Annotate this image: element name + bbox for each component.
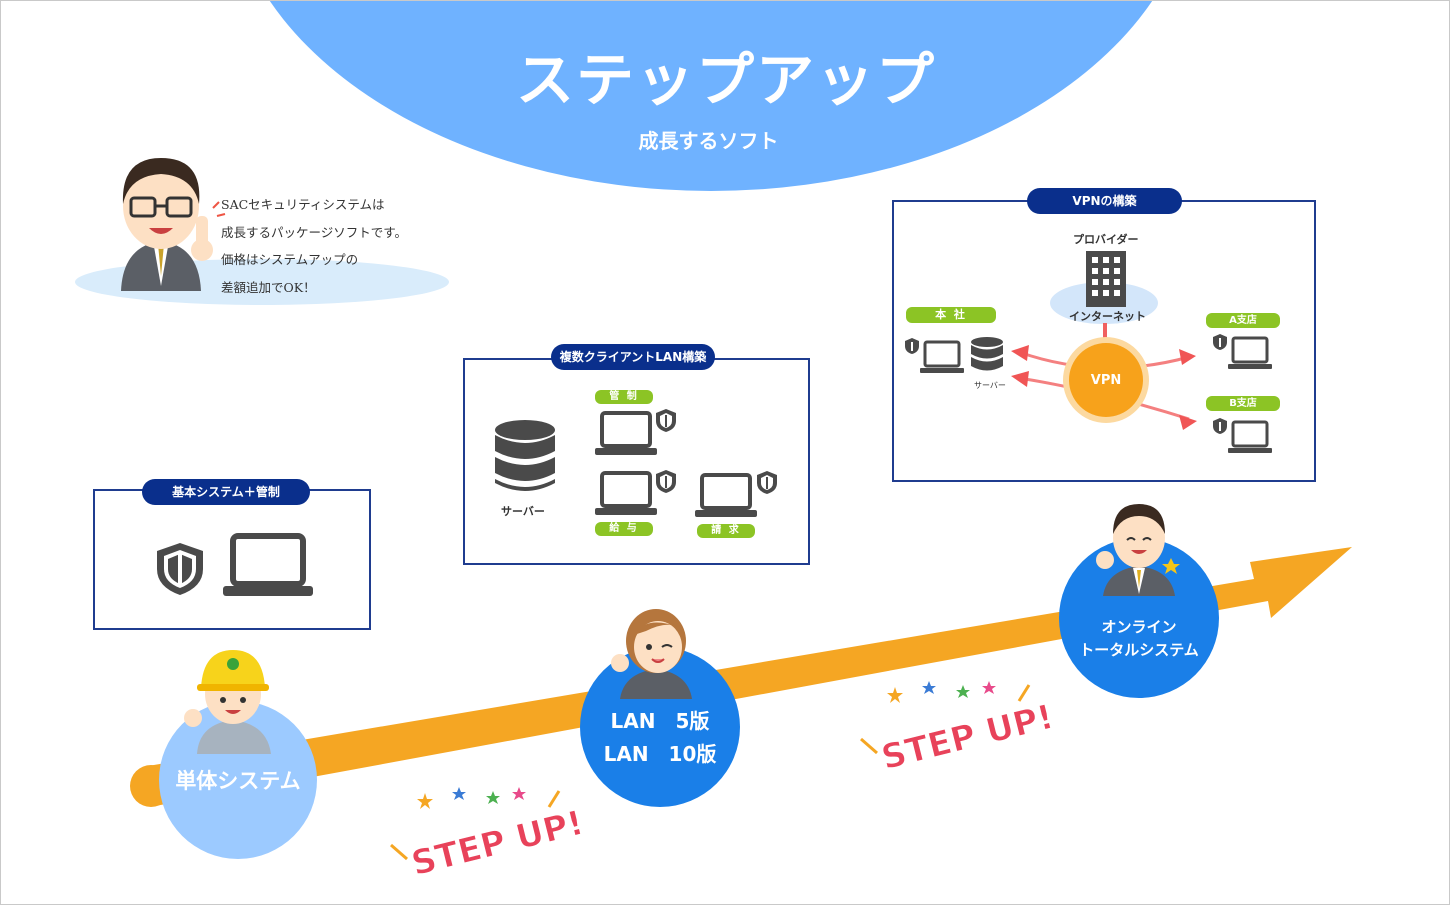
intro-text: SACセキュリティシステムは 成長するパッケージソフトです。 価格はシステムアッ… (221, 191, 407, 301)
laptop-icon (595, 411, 657, 455)
shield-icon (757, 471, 777, 494)
woman-ok-icon (611, 609, 692, 699)
tag-branch-a: A支店 (1206, 313, 1280, 328)
intro-line: SACセキュリティシステムは (221, 197, 385, 212)
page-subtitle: 成長するソフト (638, 129, 779, 153)
worker-helmet-icon (184, 650, 271, 754)
tag-kanri: 管 制 (595, 390, 653, 404)
building-icon (1086, 251, 1126, 307)
lan-server-label: サーバー (501, 505, 545, 518)
intro-line: 差額追加でOK！ (221, 279, 316, 295)
provider-label: プロバイダー (1073, 233, 1139, 246)
tag-kyuyo: 給 与 (595, 522, 653, 536)
stage-online-line1: オンライン (1101, 618, 1177, 636)
shield-icon (1213, 418, 1227, 434)
shield-icon (656, 409, 676, 432)
stage-lan-line2: LAN 10版 (603, 742, 717, 766)
laptop-icon (695, 473, 757, 517)
intro-line: 価格はシステムアップの (221, 252, 359, 267)
shield-icon (656, 470, 676, 493)
laptop-icon (920, 340, 964, 373)
shield-icon (905, 338, 919, 354)
database-server-icon (971, 337, 1003, 371)
tag-seikyu: 請 求 (697, 524, 755, 538)
basic-system-tab: 基本システム＋管制 (142, 479, 310, 505)
lan-tab: 複数クライアントLAN構築 (551, 344, 715, 370)
laptop-icon (223, 533, 313, 596)
step-up-text: STEP UP! (877, 697, 1057, 778)
intro-line: 成長するパッケージソフトです。 (221, 224, 408, 240)
tag-honsha: 本 社 (906, 307, 996, 323)
step-up-text: STEP UP! (407, 803, 587, 884)
stage-online-line2: トータルシステム (1079, 641, 1199, 659)
presenter-man-icon (121, 158, 226, 291)
businessman-icon (1096, 504, 1180, 596)
page-title: ステップアップ (515, 46, 936, 114)
vpn-server-label: サーバー (974, 381, 1006, 390)
step-up-badge-2: STEP UP! (860, 681, 1058, 779)
internet-label: インターネット (1069, 310, 1146, 323)
stage-lan-line1: LAN 5版 (610, 709, 710, 733)
vpn-hub-label: VPN (1090, 372, 1122, 388)
vpn-tab: VPNの構築 (1027, 188, 1182, 214)
laptop-icon (1228, 336, 1272, 369)
database-server-icon (495, 420, 555, 491)
vpn-hub: VPN (1069, 343, 1143, 417)
shield-icon (157, 543, 203, 595)
step-up-badge-1: STEP UP! (390, 787, 588, 885)
tag-branch-b: B支店 (1206, 396, 1280, 411)
shield-icon (1213, 334, 1227, 350)
stage-single-label: 単体システム (175, 769, 301, 793)
laptop-icon (595, 471, 657, 515)
laptop-icon (1228, 420, 1272, 453)
